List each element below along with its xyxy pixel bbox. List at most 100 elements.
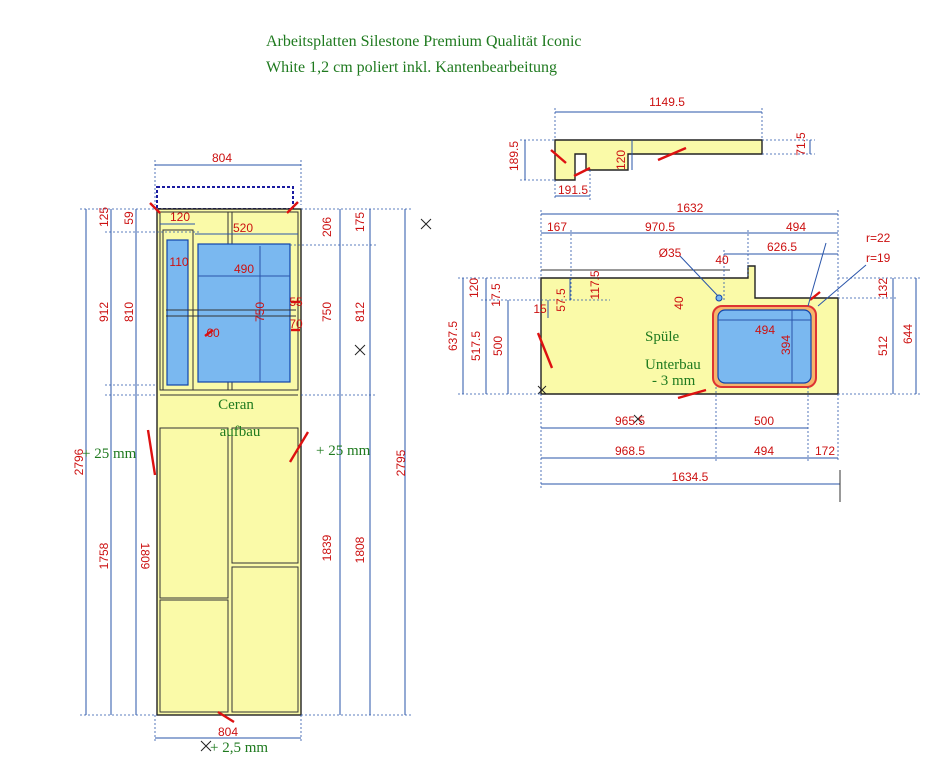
dim-1632: 1632	[677, 201, 704, 215]
seam-mark	[204, 329, 214, 337]
dim-125: 125	[97, 207, 111, 227]
dim-1808: 1808	[353, 536, 367, 563]
dim-1809: 1809	[138, 543, 152, 570]
note-spuele: Spüle	[645, 329, 680, 345]
dim-490: 490	[234, 262, 254, 276]
dim-120: 120	[170, 210, 190, 224]
note-tolerance-left: + 25 mm	[82, 446, 137, 462]
dim-110: 110	[169, 255, 188, 269]
x-mark	[354, 344, 366, 356]
dim-500-left: 500	[491, 336, 505, 356]
dim-132: 132	[876, 278, 890, 298]
title-line-1: Arbeitsplatten Silestone Premium Qualitä…	[266, 33, 581, 50]
seam-mark	[550, 149, 567, 164]
seam-mark	[677, 388, 707, 400]
dim-1149: 1149.5	[649, 95, 685, 109]
note-ceran: Ceran	[218, 397, 254, 413]
dim-120-left: 120	[467, 278, 481, 298]
dim-189: 189.5	[507, 141, 521, 171]
dim-57: 57.5	[554, 288, 568, 312]
dim-191: 191.5	[558, 183, 588, 197]
dim-750-inner: 750	[253, 302, 267, 322]
dim-394: 394	[779, 335, 793, 355]
dim-60: 60	[206, 326, 220, 340]
dim-626: 626.5	[767, 240, 797, 254]
dim-70: 70	[289, 317, 303, 331]
dim-206: 206	[320, 217, 334, 237]
dim-15: 15	[533, 302, 547, 316]
seam-mark	[286, 201, 299, 214]
left-plate	[146, 186, 432, 752]
dim-175: 175	[353, 212, 367, 232]
sink-cutout	[717, 309, 812, 384]
bottom-left-panel	[159, 599, 229, 713]
dim-970: 970.5	[645, 220, 675, 234]
seam-mark	[809, 291, 821, 301]
note-unterbau: Unterbau	[645, 357, 701, 373]
dim-750-right: 750	[320, 302, 334, 322]
dim-500-bottom: 500	[754, 414, 774, 428]
dim-dia35: Ø35	[659, 246, 682, 260]
seam-mark	[657, 146, 687, 162]
left-narrow-cutout	[166, 239, 189, 386]
left-dimension-lines	[80, 160, 412, 742]
dim-1758: 1758	[97, 542, 111, 569]
dim-1839: 1839	[320, 534, 334, 561]
right-dimension-lines	[458, 210, 922, 502]
dim-71: 71.5	[794, 132, 808, 156]
dim-bottom-width: 804	[218, 725, 238, 739]
dim-912: 912	[97, 302, 111, 322]
dim-r22: r=22	[866, 231, 891, 245]
note-minus-3mm: - 3 mm	[652, 373, 696, 389]
seam-mark	[149, 202, 161, 214]
note-aufbau: aufbau	[220, 424, 261, 440]
dim-40-b: 40	[672, 296, 686, 310]
seam-mark	[288, 431, 310, 463]
dim-2795: 2795	[394, 449, 408, 476]
dim-1634: 1634.5	[672, 470, 709, 484]
dim-494-sink: 494	[755, 323, 775, 337]
dim-644: 644	[901, 324, 915, 344]
seam-mark	[217, 710, 235, 724]
dim-494-bottom: 494	[754, 444, 774, 458]
cooktop-cutout	[197, 243, 291, 383]
dim-968: 968.5	[615, 444, 645, 458]
dim-2796: 2796	[72, 448, 86, 475]
top-dashed-outline	[156, 186, 294, 210]
dim-120-strip: 120	[614, 150, 628, 170]
dim-172: 172	[815, 444, 835, 458]
dim-810: 810	[122, 302, 136, 322]
dim-40-a: 40	[715, 253, 729, 267]
lower-left-panel	[159, 427, 229, 599]
dim-517: 517.5	[469, 331, 483, 361]
dim-59: 59	[122, 211, 136, 225]
dim-494-top: 494	[786, 220, 806, 234]
tap-hole	[715, 294, 723, 302]
dim-812: 812	[353, 302, 367, 322]
seam-mark	[573, 166, 591, 178]
x-mark	[537, 385, 547, 395]
dim-512: 512	[876, 336, 890, 356]
title-line-2: White 1,2 cm poliert inkl. Kantenbearbei…	[266, 59, 557, 76]
seam-mark	[146, 429, 157, 476]
note-tolerance-bottom: + 2,5 mm	[210, 740, 268, 756]
dim-637: 637.5	[446, 321, 460, 351]
dim-17: 17.5	[489, 283, 503, 307]
sink-plate	[536, 265, 839, 424]
note-tolerance-right: + 25 mm	[316, 443, 371, 459]
dim-r19: r=19	[866, 251, 891, 265]
dim-965: 965.5	[615, 414, 645, 428]
x-mark	[200, 740, 212, 752]
dim-55: 55	[289, 295, 303, 309]
dim-top-width: 804	[212, 151, 232, 165]
dim-117: 117.5	[588, 270, 602, 299]
small-strip-piece	[520, 108, 815, 200]
bottom-right-panel	[231, 566, 299, 713]
seam-mark	[536, 332, 554, 369]
dim-167: 167	[547, 220, 567, 234]
x-mark	[633, 414, 643, 424]
lower-right-panel	[231, 427, 299, 564]
dim-520: 520	[233, 221, 253, 235]
x-mark	[420, 218, 432, 230]
